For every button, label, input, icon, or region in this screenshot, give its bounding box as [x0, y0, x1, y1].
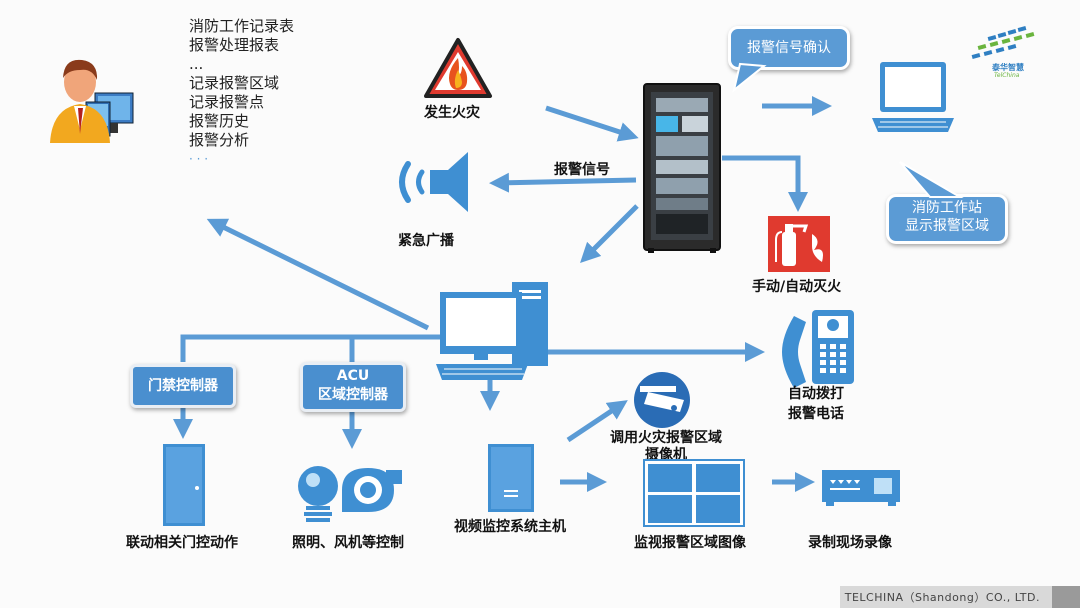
list-item: 报警分析	[189, 131, 250, 149]
acu-controller-box: ACU 区域控制器	[300, 362, 406, 412]
footer-accent	[1052, 586, 1080, 608]
list-item: 消防工作记录表	[189, 17, 295, 35]
list-item: 记录报警区域	[189, 74, 280, 92]
door-action-label: 联动相关门控动作	[126, 535, 238, 551]
auto-dial-line-2: 报警电话	[788, 406, 844, 422]
auto-dial-line-1: 自动拨打	[788, 386, 844, 402]
workstation-bubble: 消防工作站 显示报警区域	[886, 194, 1008, 244]
alarm-signal-label: 报警信号	[554, 162, 610, 178]
auto-dial-label: 自动拨打 报警电话	[788, 384, 844, 424]
record-list: 消防工作记录表 报警处理报表 ... 记录报警区域 记录报警点 报警历史 报警分…	[189, 17, 294, 169]
fire-label: 发生火灾	[424, 105, 480, 121]
extinguish-label: 手动/自动灭火	[752, 279, 842, 295]
list-item: · · ·	[189, 152, 209, 166]
lighting-label: 照明、风机等控制	[292, 535, 404, 551]
logo-en: TelChina	[994, 72, 1020, 79]
arrow-panel-to-broadcast	[489, 172, 637, 193]
arrow-fire-to-panel	[545, 105, 639, 142]
record-label: 录制现场录像	[808, 535, 892, 551]
workstation-line-2: 显示报警区域	[905, 218, 989, 234]
list-item: 记录报警点	[189, 93, 265, 111]
list-item: ...	[189, 55, 204, 73]
list-item: 报警处理报表	[189, 36, 280, 54]
footer: TELCHINA（Shandong）CO., LTD.	[0, 586, 1080, 608]
acu-line-1: ACU	[336, 368, 370, 384]
arrow-panel-to-computer	[580, 204, 639, 263]
footer-company: TELCHINA（Shandong）CO., LTD.	[844, 591, 1040, 604]
camera-line-1: 调用火灾报警区域	[610, 430, 722, 446]
logo-cn: 泰华智慧	[992, 63, 1024, 72]
arrow-host-to-camera	[566, 400, 628, 443]
arrow-panel-to-extinguisher	[722, 155, 808, 213]
acu-line-2: 区域控制器	[318, 387, 388, 403]
broadcast-label: 紧急广播	[398, 233, 454, 249]
confirm-bubble: 报警信号确认	[728, 26, 850, 70]
arrow-computer-to-operator	[206, 218, 430, 331]
list-item: 报警历史	[189, 112, 250, 130]
door-controller-box: 门禁控制器	[130, 364, 236, 408]
workstation-line-1: 消防工作站	[912, 200, 982, 216]
video-host-label: 视频监控系统主机	[454, 519, 566, 535]
footer-bar	[840, 586, 1080, 608]
monitor-label: 监视报警区域图像	[634, 535, 746, 551]
